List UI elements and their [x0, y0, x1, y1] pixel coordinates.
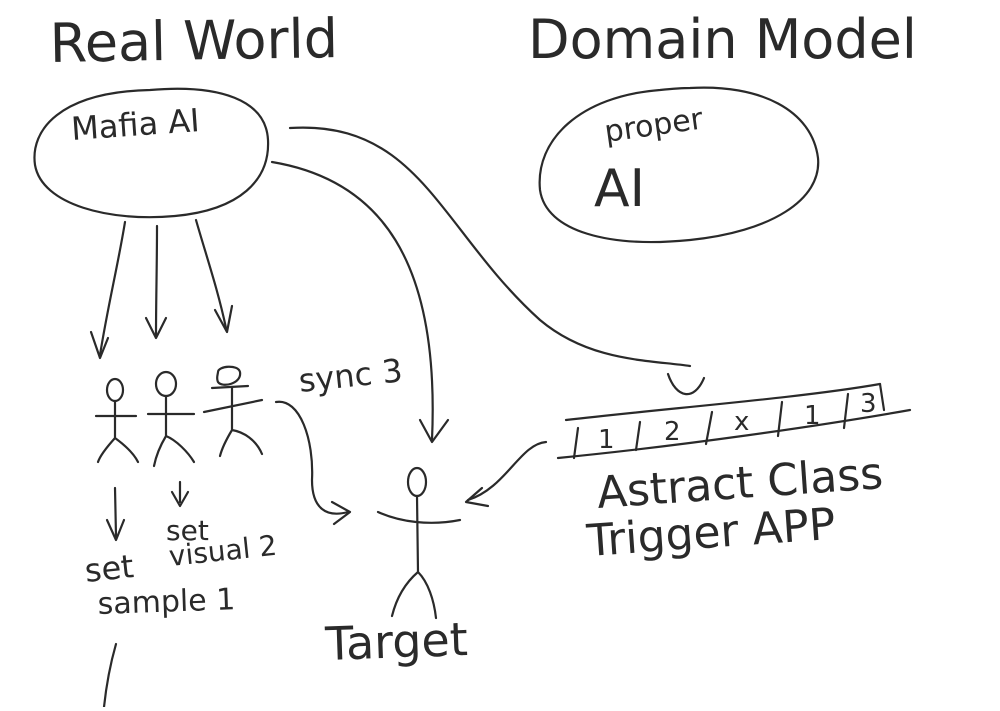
actor-to-labels-arrows	[105, 480, 190, 542]
set-sample-line1: set	[83, 547, 136, 590]
target-figure	[376, 466, 462, 620]
actor-figure-3	[202, 365, 264, 458]
target-label: Target	[323, 612, 468, 671]
trailing-line	[102, 642, 118, 709]
abstract-to-target-arrow	[464, 440, 548, 508]
title-domain-model: Domain Model	[528, 8, 917, 71]
array-slots: 1 2 x 1 3	[598, 389, 877, 455]
array-slot-1: 1	[598, 425, 615, 455]
array-slot-4: 1	[804, 401, 821, 431]
mafia-to-abstract-arrow	[288, 126, 706, 396]
mafia-ai-label: Mafia AI	[70, 101, 201, 148]
proper-ai-label: AI	[594, 159, 645, 219]
mafia-to-actors-arrows	[89, 218, 234, 360]
set-sample-line2: sample 1	[97, 582, 236, 622]
array-slot-2: 2	[664, 417, 681, 447]
mafia-to-target-arrow	[270, 160, 450, 444]
sync-label: sync 3	[297, 351, 404, 400]
array-slot-3: x	[734, 407, 749, 437]
set-visual-line1: set	[166, 514, 209, 547]
actor-figure-2	[146, 370, 196, 468]
mafia-ai-node: Mafia AI	[33, 87, 270, 219]
title-real-world: Real World	[49, 7, 338, 75]
actor-figure-1	[94, 377, 140, 464]
sync-to-target-arrow	[274, 400, 352, 526]
abstract-class-array	[556, 382, 912, 460]
proper-label: proper	[602, 101, 705, 150]
proper-ai-node: proper AI	[538, 86, 820, 244]
array-slot-5: 3	[860, 389, 877, 419]
